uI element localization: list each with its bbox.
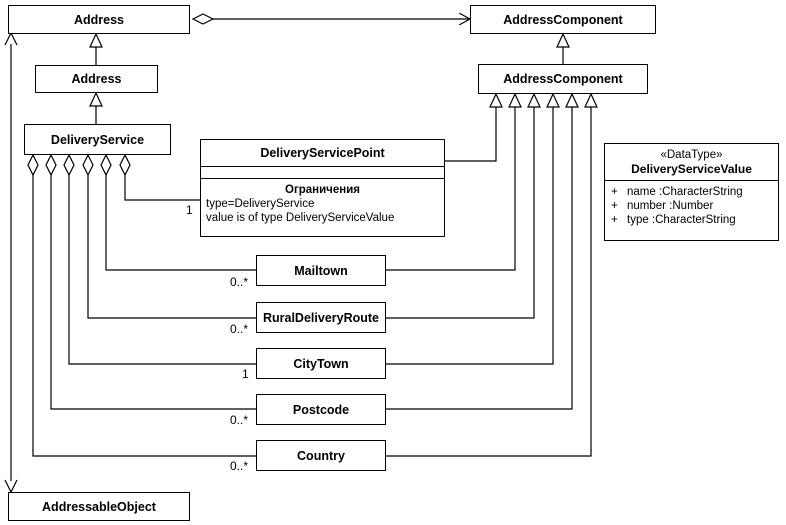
- class-delivery-service-point: DeliveryServicePoint Ограничения type=De…: [200, 139, 445, 237]
- class-address: Address: [35, 65, 158, 93]
- class-address-component-top: AddressComponent: [470, 5, 656, 34]
- datatype-attribute: +number :Number: [611, 200, 714, 212]
- generalization-address-component: [556, 32, 570, 64]
- multiplicity-postcode: 0..*: [230, 413, 249, 427]
- datatype-attributes: +name :CharacterString +number :Number +…: [605, 180, 778, 227]
- class-country: Country: [256, 440, 386, 471]
- generalization-lines: [386, 107, 592, 457]
- constraint-title: Ограничения: [285, 184, 360, 196]
- class-delivery-service: DeliveryService: [24, 124, 171, 155]
- class-postcode: Postcode: [256, 394, 386, 425]
- generalization-address: [89, 32, 103, 65]
- aggregation-diamonds: [27, 153, 131, 177]
- multiplicity-dsp: 1: [186, 203, 193, 217]
- class-city-town: CityTown: [256, 348, 386, 379]
- constraint-line-2: value is of type DeliveryServiceValue: [206, 212, 395, 224]
- datatype-attribute: +type :CharacterString: [611, 214, 736, 226]
- multiplicity-citytown: 1: [242, 367, 249, 381]
- multiplicity-rural: 0..*: [230, 322, 249, 336]
- attribute-compartment: [201, 166, 444, 178]
- class-rural-delivery-route: RuralDeliveryRoute: [256, 302, 386, 333]
- constraint-line-1: type=DeliveryService: [206, 198, 315, 210]
- constraint-compartment: Ограничения type=DeliveryService value i…: [201, 178, 444, 225]
- datatype-name: DeliveryServiceValue: [631, 162, 752, 176]
- multiplicity-mailtown: 0..*: [230, 275, 249, 289]
- class-address-component: AddressComponent: [478, 64, 648, 94]
- class-address-top: Address: [8, 5, 190, 34]
- generalization-delivery-service: [89, 91, 103, 124]
- generalization-triangles: [489, 92, 598, 108]
- class-mailtown: Mailtown: [256, 255, 386, 286]
- datatype-stereotype: «DataType»: [660, 149, 723, 161]
- datatype-attribute: +name :CharacterString: [611, 186, 743, 198]
- class-delivery-service-point-name: DeliveryServicePoint: [260, 146, 385, 160]
- association-addressable-object: [4, 31, 18, 494]
- multiplicity-country: 0..*: [230, 459, 249, 473]
- class-addressable-object: AddressableObject: [8, 492, 190, 521]
- association-address-component: [191, 14, 470, 24]
- datatype-delivery-service-value: «DataType» DeliveryServiceValue +name :C…: [604, 143, 779, 241]
- aggregation-lines: [32, 175, 256, 457]
